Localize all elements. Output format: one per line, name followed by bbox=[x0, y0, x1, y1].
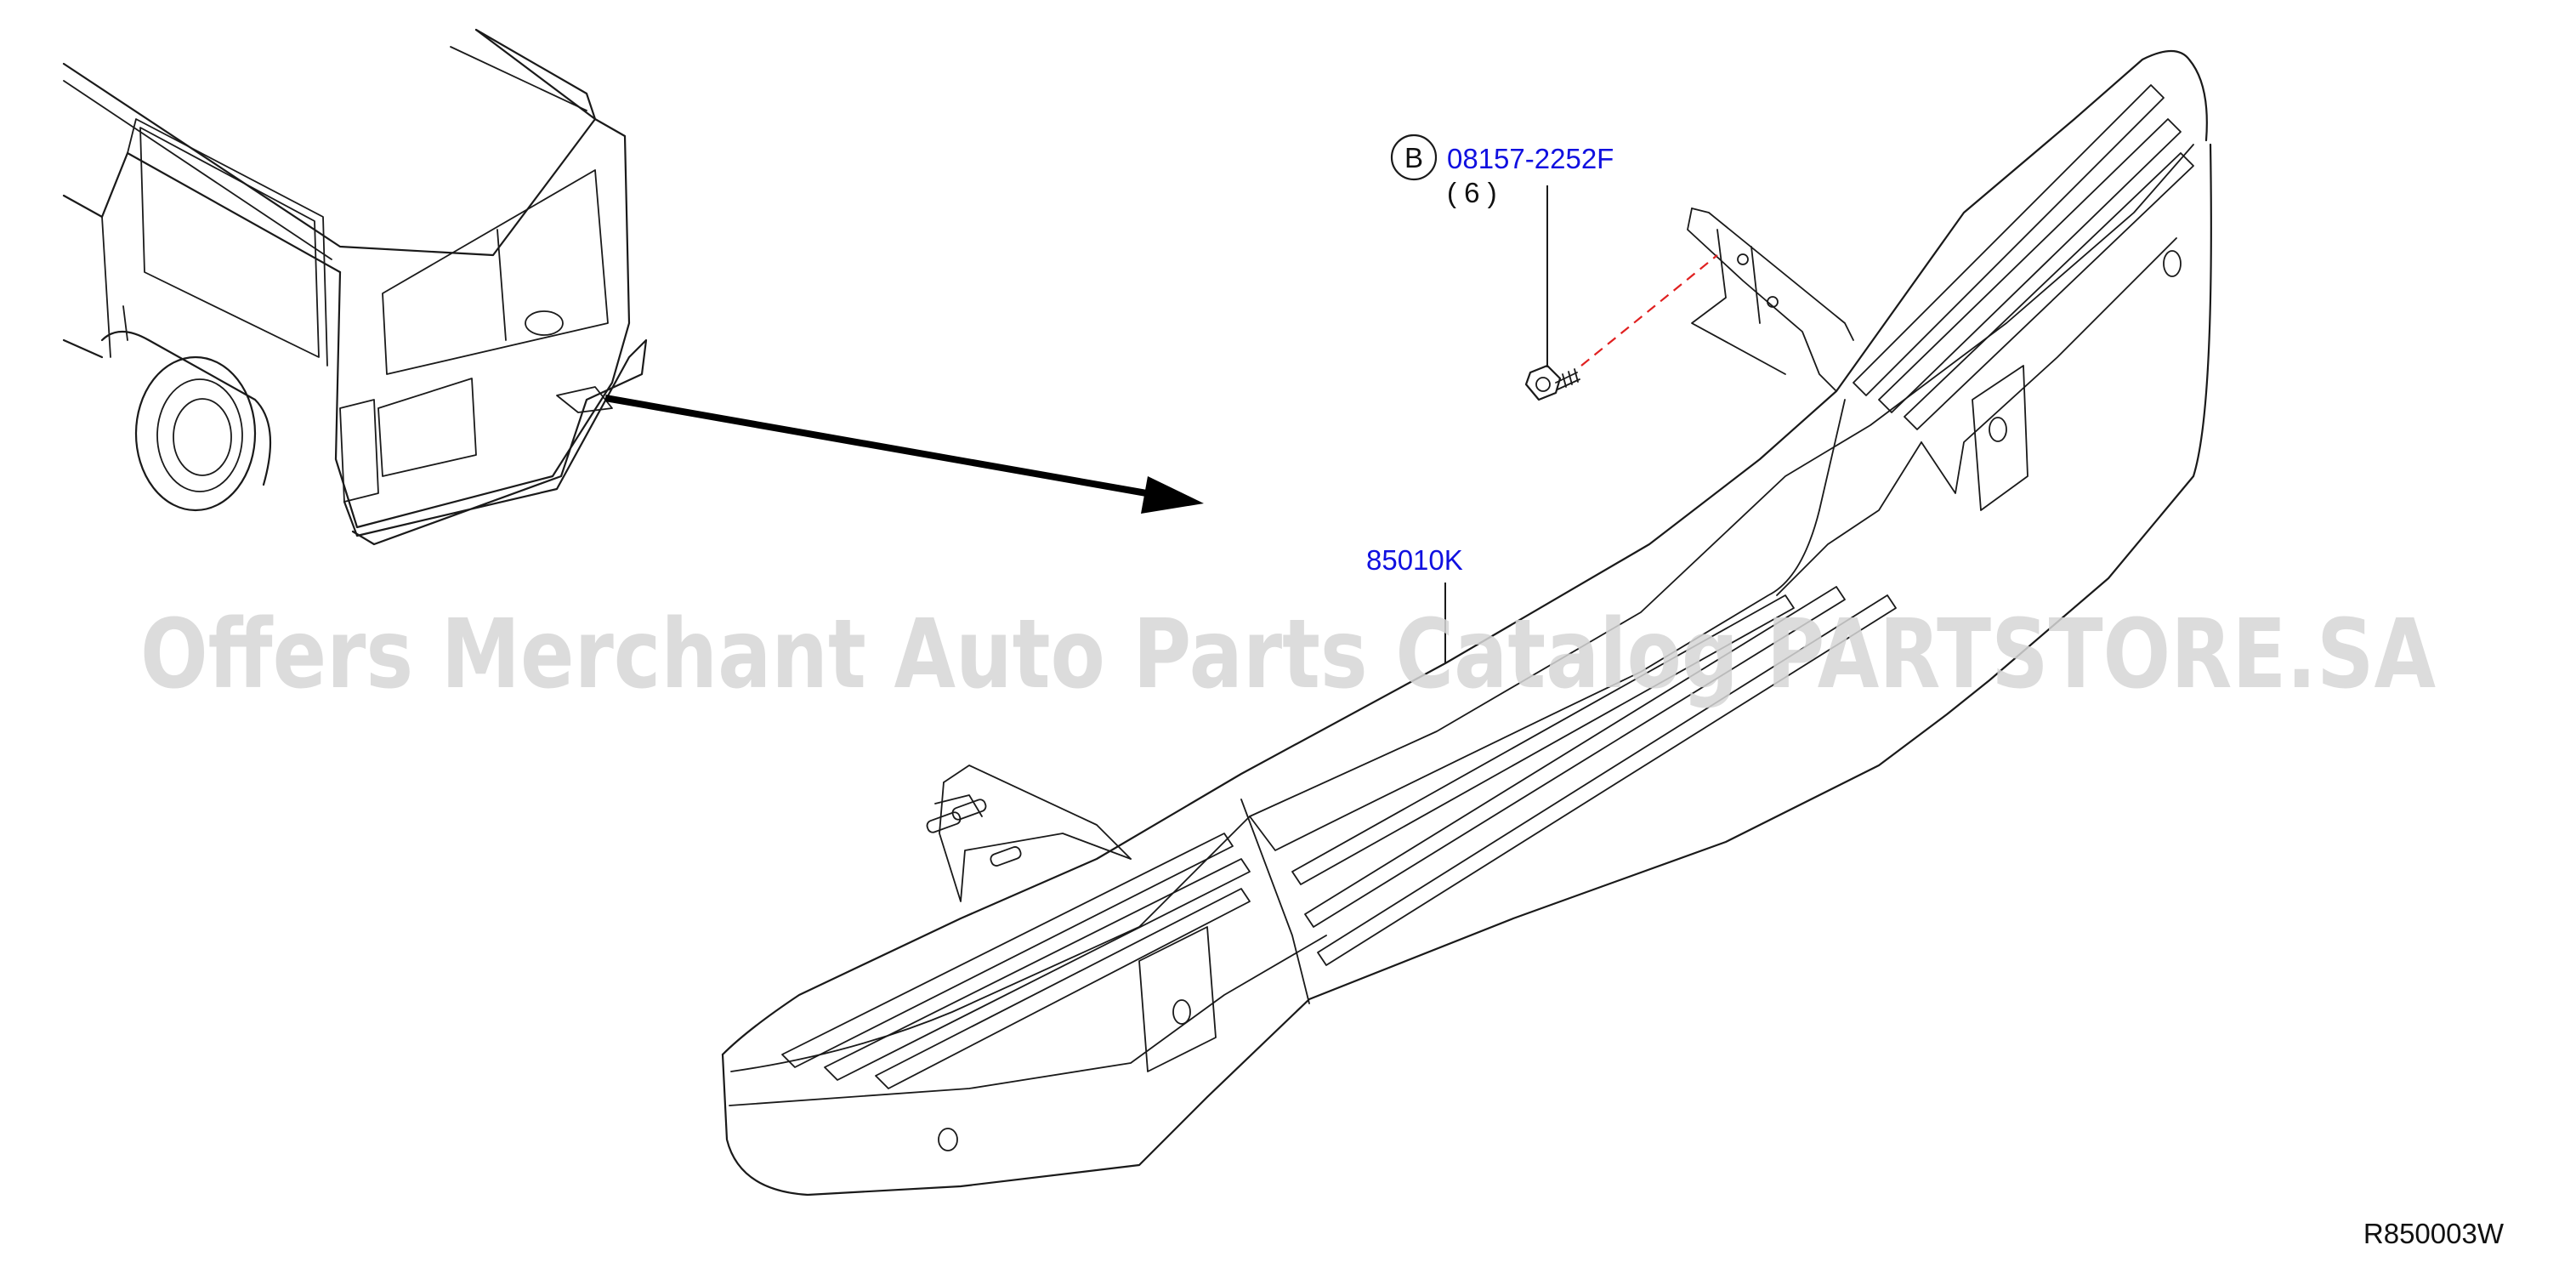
bolt-callout: B 08157-2252F ( 6 ) bbox=[1390, 134, 1614, 208]
bolt-install-dashed-line bbox=[1580, 254, 1718, 367]
reference-arrow bbox=[604, 395, 1204, 514]
bumper-callout: 85010K bbox=[1366, 544, 1463, 576]
van-rear-illustration bbox=[62, 28, 648, 546]
bolt-icon bbox=[1524, 364, 1580, 401]
bolt-part-number[interactable]: 08157-2252F bbox=[1447, 143, 1614, 174]
rear-step-bumper bbox=[721, 50, 2212, 1197]
bumper-part-number[interactable]: 85010K bbox=[1366, 544, 1463, 576]
bolt-quantity: ( 6 ) bbox=[1447, 177, 1497, 208]
callout-b-letter: B bbox=[1404, 142, 1423, 173]
callout-b-circle bbox=[1390, 134, 1438, 181]
watermark-text: Offers Merchant Auto Parts Catalog PARTS… bbox=[140, 600, 2436, 710]
diagram-code: R850003W bbox=[2363, 1218, 2505, 1249]
